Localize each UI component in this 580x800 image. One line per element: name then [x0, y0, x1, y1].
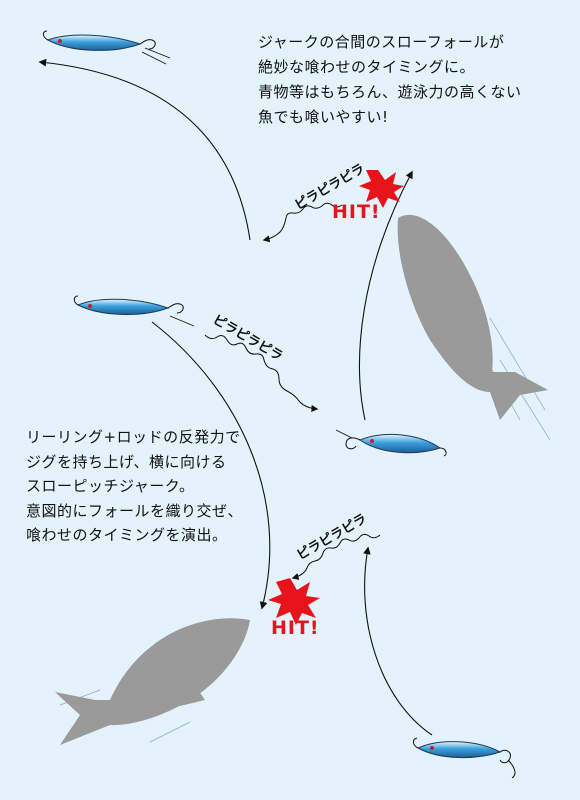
caption-line: スローピッチジャーク。 — [26, 477, 195, 495]
caption-line: 意図的にフォールを織り交ぜ、 — [26, 501, 244, 520]
caption-line: 魚でも喰いやすい! — [258, 108, 389, 126]
caption-line: 喰わせのタイミングを演出。 — [26, 526, 228, 544]
flutter-label: ピラピラピラ — [210, 312, 285, 364]
jig-icon — [335, 429, 447, 457]
hit-label: HIT! — [332, 201, 381, 223]
fish-icon — [55, 618, 250, 745]
flutter-label: ピラピラピラ — [295, 511, 370, 563]
caption-line: 青物等はもちろん、遊泳力の高くない — [258, 83, 522, 101]
trajectory-lines — [38, 58, 433, 736]
caption-line: ジャークの合間のスローフォールが — [258, 33, 505, 51]
caption-fall-explanation: ジャークの合間のスローフォールが 絶妙な喰わせのタイミングに。 青物等はもちろん… — [258, 30, 522, 130]
caption-jerk-explanation: リーリング+ロッドの反発力で ジグを持ち上げ、横に向ける スローピッチジャーク。… — [26, 425, 243, 548]
caption-line: ジグを持ち上げ、横に向ける — [26, 452, 227, 471]
jig-icon — [73, 295, 195, 327]
hit-burst-icon — [359, 170, 404, 208]
hit-burst-icon — [268, 578, 320, 625]
caption-line: リーリング+ロッドの反発力で — [26, 428, 241, 446]
flutter-wavy-arrows — [204, 202, 381, 580]
caption-line: 絶妙な喰わせのタイミングに。 — [258, 58, 476, 76]
fish-icon — [397, 214, 548, 420]
jig-icon — [42, 30, 171, 65]
hit-label: HIT! — [271, 617, 320, 639]
jig-icon — [412, 737, 516, 779]
